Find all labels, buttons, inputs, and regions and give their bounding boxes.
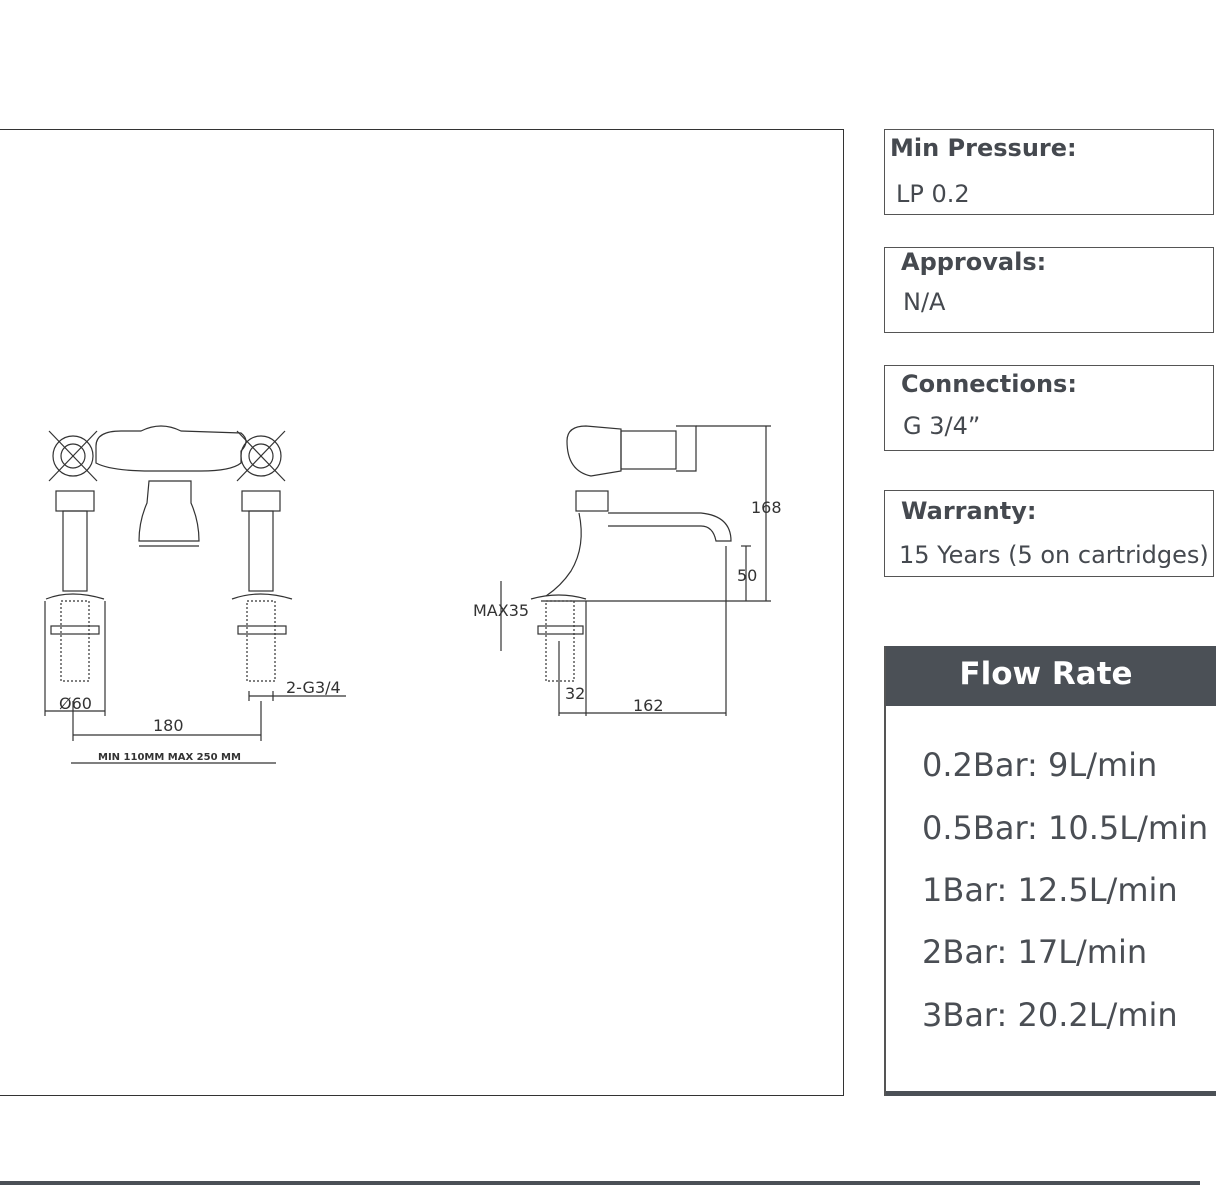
min-pressure-value: LP 0.2: [896, 180, 970, 208]
footer-rule: [0, 1181, 1200, 1185]
height-label: 168: [751, 498, 782, 517]
flow-rate-panel: Flow Rate 0.2Bar: 9L/min 0.5Bar: 10.5L/m…: [884, 646, 1216, 1096]
approvals-value: N/A: [903, 288, 946, 316]
flow-rate-item: 2Bar: 17L/min: [922, 933, 1148, 971]
reach-label: 162: [633, 696, 664, 715]
approvals-box: Approvals: N/A: [884, 247, 1214, 333]
spacing-label: 180: [153, 716, 184, 735]
technical-drawing: Ø60 2-G3/4 180 MIN 110MM MAX 250 MM: [44, 425, 782, 764]
approvals-label: Approvals:: [901, 248, 1047, 276]
flow-rate-item: 1Bar: 12.5L/min: [922, 871, 1178, 909]
flow-rate-item: 0.5Bar: 10.5L/min: [922, 809, 1209, 847]
flow-rate-item: 3Bar: 20.2L/min: [922, 996, 1178, 1034]
range-label: MIN 110MM MAX 250 MM: [98, 752, 241, 763]
warranty-value: 15 Years (5 on cartridges): [899, 541, 1209, 569]
flow-rate-bottom-bar: [886, 1091, 1216, 1096]
flow-rate-item: 0.2Bar: 9L/min: [922, 746, 1158, 784]
offset-label: 32: [565, 684, 585, 703]
side-view: 168 50 MAX35 32 162: [473, 425, 782, 716]
warranty-box: Warranty: 15 Years (5 on cartridges): [884, 490, 1214, 577]
dia-label: Ø60: [59, 694, 92, 713]
min-pressure-box: Min Pressure: LP 0.2: [884, 129, 1214, 215]
connections-box: Connections: G 3/4”: [884, 365, 1214, 451]
flow-rate-title: Flow Rate: [959, 656, 1133, 692]
flow-rate-header: Flow Rate: [886, 646, 1216, 706]
min-pressure-label: Min Pressure:: [890, 134, 1077, 162]
warranty-label: Warranty:: [901, 497, 1037, 525]
max-deck-label: MAX35: [473, 601, 529, 620]
connections-label: Connections:: [901, 370, 1077, 398]
thread-label: 2-G3/4: [286, 678, 341, 697]
front-view: Ø60 2-G3/4 180 MIN 110MM MAX 250 MM: [44, 425, 346, 764]
drawing-frame: Ø60 2-G3/4 180 MIN 110MM MAX 250 MM: [0, 129, 844, 1096]
spout-height-label: 50: [737, 566, 757, 585]
connections-value: G 3/4”: [903, 412, 981, 440]
